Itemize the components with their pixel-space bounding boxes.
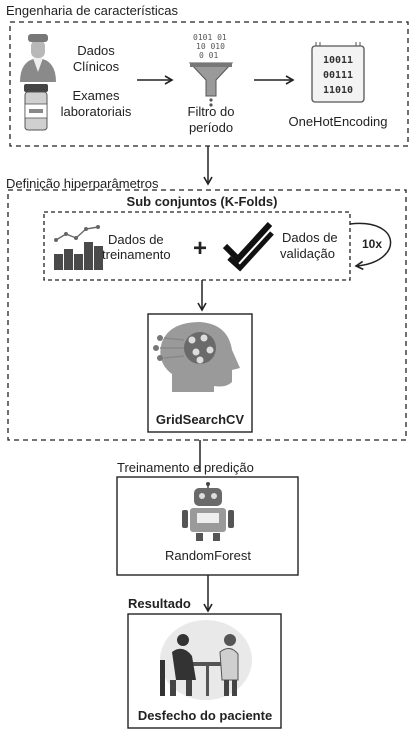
lab-exams-label-line1: Exames [73, 88, 120, 103]
feature-engineering-box [9, 21, 409, 147]
training-title: Treinamento e predição [117, 460, 254, 475]
plus-sign: + [193, 235, 207, 262]
hyperparameters-box [7, 189, 407, 441]
svg-text:10 010: 10 010 [196, 42, 225, 51]
kfolds-title: Sub conjuntos (K-Folds) [127, 194, 278, 209]
repeat-loop-arrow [349, 222, 392, 271]
doctor-icon [20, 34, 56, 82]
result-title: Resultado [128, 596, 191, 611]
train-label-line1: Dados de [108, 232, 164, 247]
hyperparameters-title: Definição hiperparâmetros [6, 176, 159, 191]
validation-label-line1: Dados de [282, 230, 338, 245]
lab-tube-icon [24, 84, 48, 131]
outcome-label: Desfecho do paciente [138, 708, 272, 723]
kfolds-box [43, 211, 351, 281]
clinical-data-label-line1: Dados [77, 43, 115, 58]
binary-row-2: 00111 [323, 70, 353, 81]
gridsearch-label: GridSearchCV [156, 412, 244, 427]
bar-chart-icon [54, 225, 103, 270]
encoding-label: OneHotEncoding [288, 114, 387, 129]
consultation-icon [160, 620, 252, 700]
model-label: RandomForest [165, 548, 251, 563]
repeat-label: 10x [362, 237, 382, 251]
clinical-data-label-line2: Clínicos [73, 59, 120, 74]
binary-row-3: 11010 [323, 85, 353, 96]
feature-engineering-title: Engenharia de características [6, 3, 178, 18]
binary-row-1: 10011 [323, 55, 353, 66]
double-check-icon [222, 221, 274, 272]
binary-matrix-icon: 10011 00111 11010 [311, 42, 365, 103]
funnel-filter-icon: 0101 01 10 010 0 01 [188, 33, 234, 107]
lab-exams-label-line2: laboratoriais [61, 104, 132, 119]
filter-label-line1: Filtro do [188, 104, 235, 119]
ai-head-icon [153, 322, 240, 392]
svg-text:0 01: 0 01 [199, 51, 218, 60]
robot-icon [182, 482, 234, 541]
filter-label-line2: período [189, 120, 233, 135]
train-label-line2: treinamento [102, 247, 171, 262]
validation-label-line2: validação [280, 246, 335, 261]
svg-text:0101 01: 0101 01 [193, 33, 227, 42]
